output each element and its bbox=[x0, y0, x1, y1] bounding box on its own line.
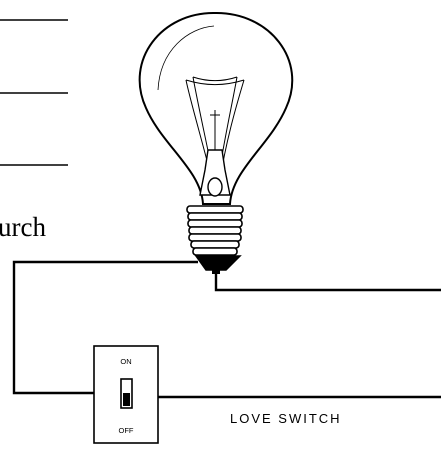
switch-toggle bbox=[123, 393, 130, 406]
bulb-stem-bead bbox=[208, 178, 222, 196]
diagram-caption: LOVE SWITCH bbox=[230, 411, 342, 426]
wire-right bbox=[216, 272, 441, 290]
toggle-switch-icon: ON OFF bbox=[94, 346, 158, 443]
light-bulb-icon bbox=[140, 13, 293, 274]
bulb-contact bbox=[196, 256, 240, 270]
fragment-word: urch bbox=[0, 212, 46, 242]
bulb-base bbox=[187, 206, 243, 274]
switch-off-label: OFF bbox=[119, 426, 134, 435]
circuit-wires bbox=[14, 262, 441, 397]
switch-on-label: ON bbox=[120, 357, 131, 366]
blank-lines bbox=[0, 20, 68, 165]
